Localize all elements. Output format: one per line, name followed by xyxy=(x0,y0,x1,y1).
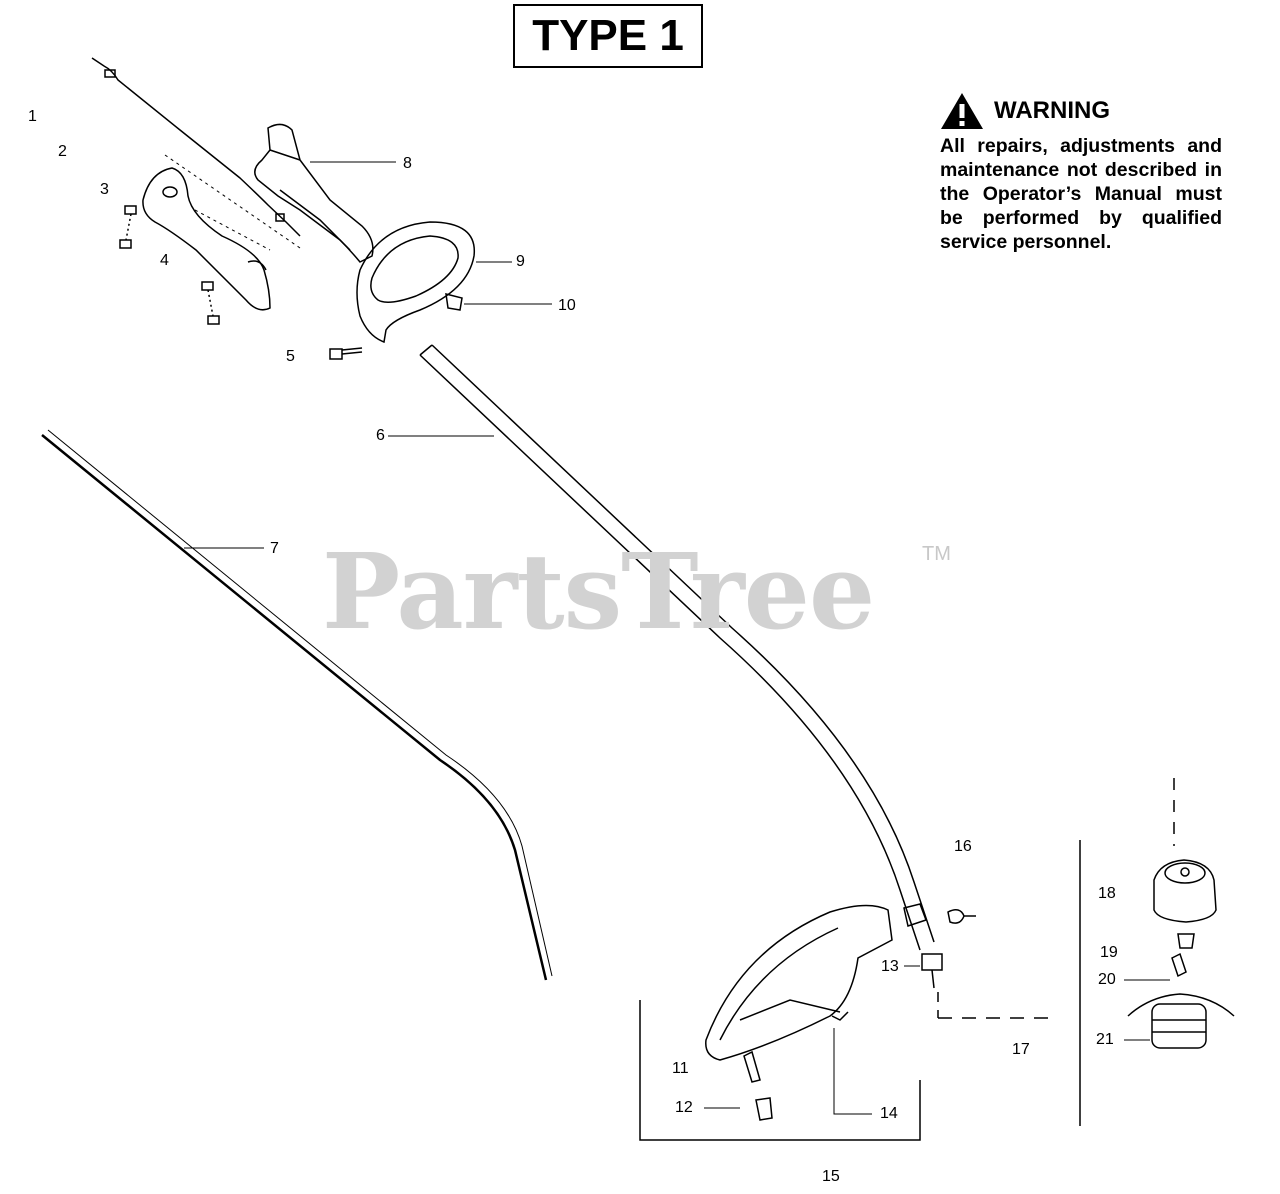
bolt-part xyxy=(329,347,363,360)
callout-label: 12 xyxy=(675,1099,693,1116)
shield-fastener-part xyxy=(755,1097,773,1121)
callout-label: 2 xyxy=(58,143,67,160)
handle-half-part xyxy=(142,167,271,311)
handle-housing-part xyxy=(254,123,374,263)
callout-label: 18 xyxy=(1098,885,1116,902)
spool-cover-part xyxy=(1153,859,1217,923)
callout-label: 3 xyxy=(100,181,109,198)
page-number: 15 xyxy=(822,1168,840,1185)
throttle-cable-part xyxy=(91,57,301,237)
loop-handle-part xyxy=(356,221,475,344)
callout-label: 13 xyxy=(881,958,899,975)
callout-label: 21 xyxy=(1096,1031,1114,1048)
clip-part xyxy=(445,293,463,311)
callout-label: 4 xyxy=(160,252,169,269)
callout-label: 17 xyxy=(1012,1041,1030,1058)
callout-label: 8 xyxy=(403,155,412,172)
callout-label: 20 xyxy=(1098,971,1116,988)
spool-part xyxy=(1127,993,1235,1049)
callout-label: 14 xyxy=(880,1105,898,1122)
type-label: TYPE 1 xyxy=(532,11,684,60)
warning-triangle-icon xyxy=(941,93,983,129)
warning-header: WARNING xyxy=(940,92,1222,130)
spool-clip-part xyxy=(1171,952,1187,978)
callout-label: 16 xyxy=(954,838,972,855)
callout-label: 9 xyxy=(516,253,525,270)
callout-label: 19 xyxy=(1100,944,1118,961)
shaft-tube-part xyxy=(419,344,935,951)
warning-block: WARNING All repairs, adjustments and mai… xyxy=(940,92,1222,254)
wing-nut-part xyxy=(947,909,976,924)
callout-label: 7 xyxy=(270,540,279,557)
callout-label: 10 xyxy=(558,297,576,314)
pin-part xyxy=(831,1011,849,1021)
grass-shield-part xyxy=(705,904,893,1061)
warning-text: All repairs, adjustments and maintenance… xyxy=(940,135,1222,253)
warning-title: WARNING xyxy=(994,97,1110,124)
shaft-clamp-part xyxy=(921,953,943,989)
callout-label: 5 xyxy=(286,348,295,365)
trademark-symbol: TM xyxy=(922,543,951,565)
flex-cable-part xyxy=(41,429,553,981)
callout-label: 1 xyxy=(28,108,37,125)
callout-label: 11 xyxy=(672,1060,689,1077)
screw-set-part xyxy=(119,205,220,325)
partstree-watermark: PartsTree xyxy=(322,530,875,653)
callout-label: 6 xyxy=(376,427,385,444)
type-label-box: TYPE 1 xyxy=(513,4,703,68)
spring-part xyxy=(1177,933,1195,949)
